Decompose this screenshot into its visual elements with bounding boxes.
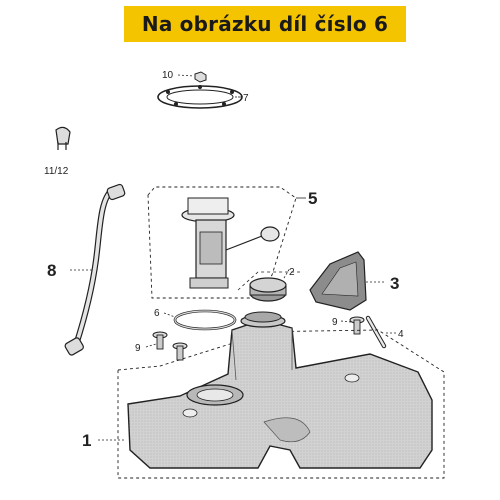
leader-6 <box>163 312 176 318</box>
label-9-left: 9 <box>135 343 141 354</box>
label-4: 4 <box>398 329 404 340</box>
part-1-outline-box <box>117 329 445 479</box>
label-10: 10 <box>162 70 174 81</box>
label-11-12: 11/12 <box>44 166 69 177</box>
title-text: Na obrázku díl číslo 6 <box>141 12 389 36</box>
leader-10 <box>177 74 195 77</box>
part-5-outline-box <box>147 186 297 299</box>
part-5-fuel-pump-module[interactable] <box>181 197 280 289</box>
label-2: 2 <box>289 267 295 278</box>
title-banner: Na obrázku díl číslo 6 <box>124 6 406 42</box>
part-9-bolt-left[interactable] <box>152 331 188 361</box>
part-7-flange-ring[interactable] <box>157 85 243 109</box>
leader-2 <box>283 267 291 279</box>
label-7: 7 <box>243 93 249 104</box>
label-9-right: 9 <box>332 317 338 328</box>
part-4-pin[interactable] <box>365 315 387 349</box>
leader-2-box <box>237 271 300 291</box>
label-5: 5 <box>308 189 317 208</box>
part-3-shield-bracket[interactable] <box>309 251 367 311</box>
part-10-nut[interactable] <box>194 71 207 83</box>
leader-9a <box>145 343 157 348</box>
part-11-12-clip[interactable] <box>55 126 71 150</box>
part-8-fuel-hose[interactable] <box>64 183 126 356</box>
label-1: 1 <box>82 431 91 450</box>
label-3: 3 <box>390 274 399 293</box>
part-2-filler-cap[interactable] <box>249 277 287 302</box>
part-1-fuel-tank[interactable] <box>127 311 433 469</box>
part-9-bolt-right[interactable] <box>349 316 365 335</box>
leader-9b <box>340 320 352 323</box>
part-6-seal-ring[interactable] <box>173 309 237 331</box>
label-8: 8 <box>47 261 56 280</box>
label-6: 6 <box>154 308 160 319</box>
